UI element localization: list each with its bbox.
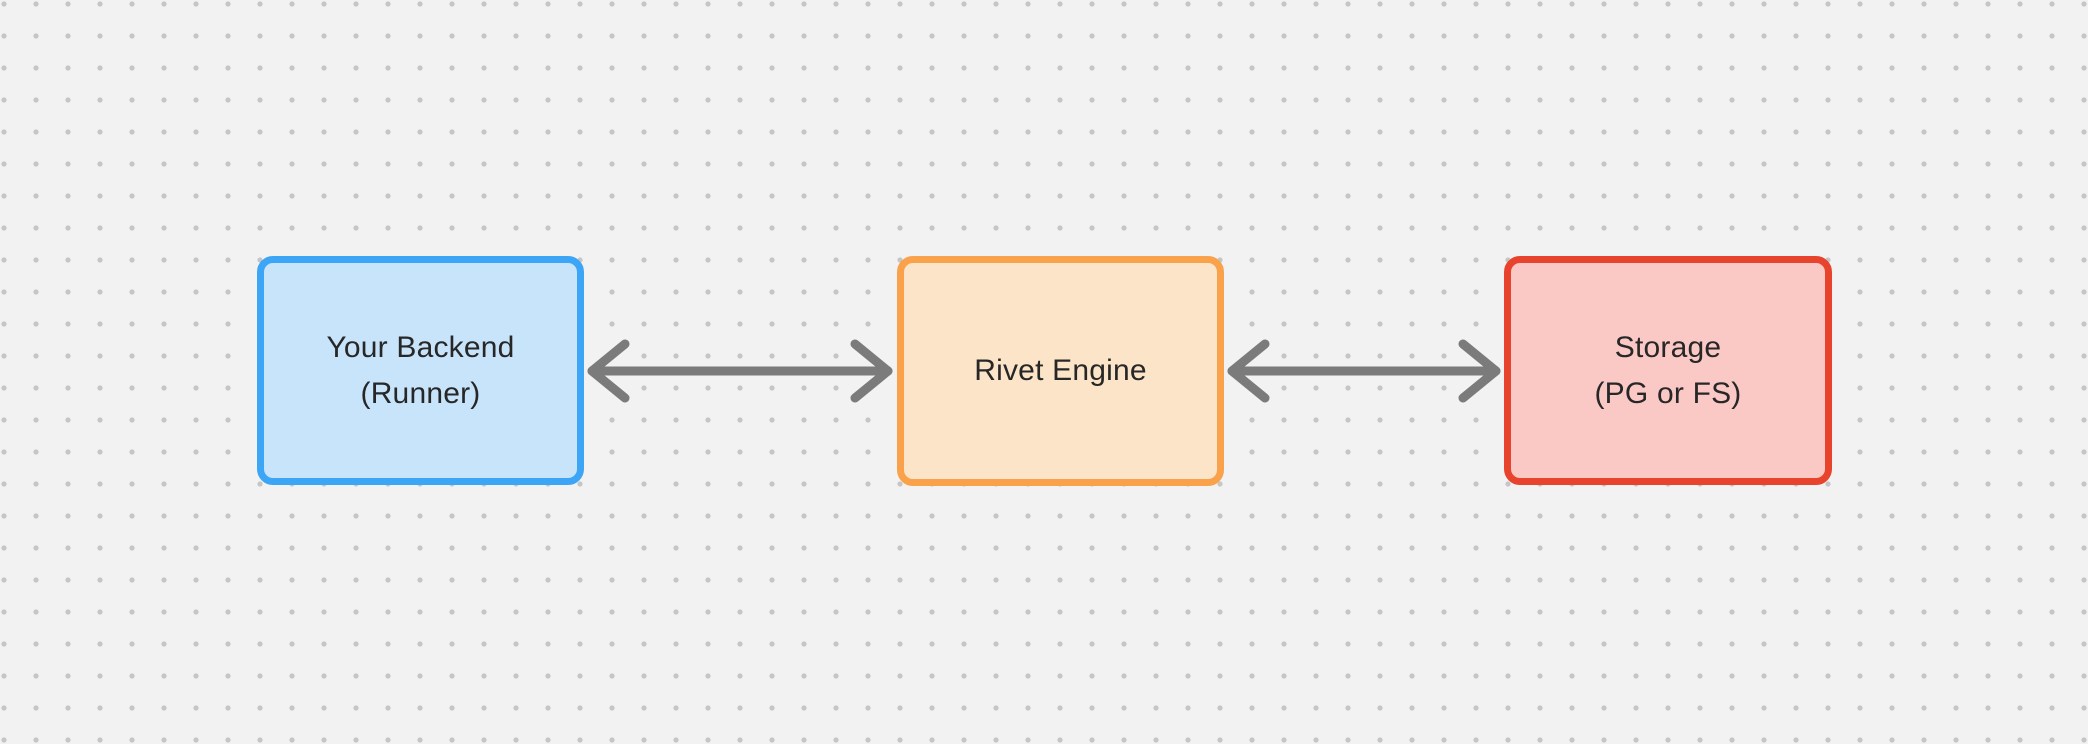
node-label-line: Your Backend [326, 330, 515, 364]
node-label-line: (Runner) [360, 376, 481, 410]
node-storage: Storage (PG or FS) [1504, 256, 1832, 485]
node-your-backend: Your Backend (Runner) [257, 256, 584, 485]
arrow-backend-engine [587, 339, 893, 403]
node-label-line: (PG or FS) [1594, 376, 1742, 410]
double-arrow-icon [1227, 339, 1501, 403]
node-rivet-engine-label: Rivet Engine [974, 348, 1147, 394]
node-rivet-engine: Rivet Engine [897, 256, 1224, 486]
node-your-backend-label: Your Backend (Runner) [326, 325, 514, 417]
node-label-line: Storage [1614, 330, 1722, 364]
double-arrow-icon [587, 339, 893, 403]
node-label-line: Rivet Engine [974, 354, 1147, 387]
node-storage-label: Storage (PG or FS) [1594, 325, 1741, 417]
arrow-engine-storage [1227, 339, 1501, 403]
